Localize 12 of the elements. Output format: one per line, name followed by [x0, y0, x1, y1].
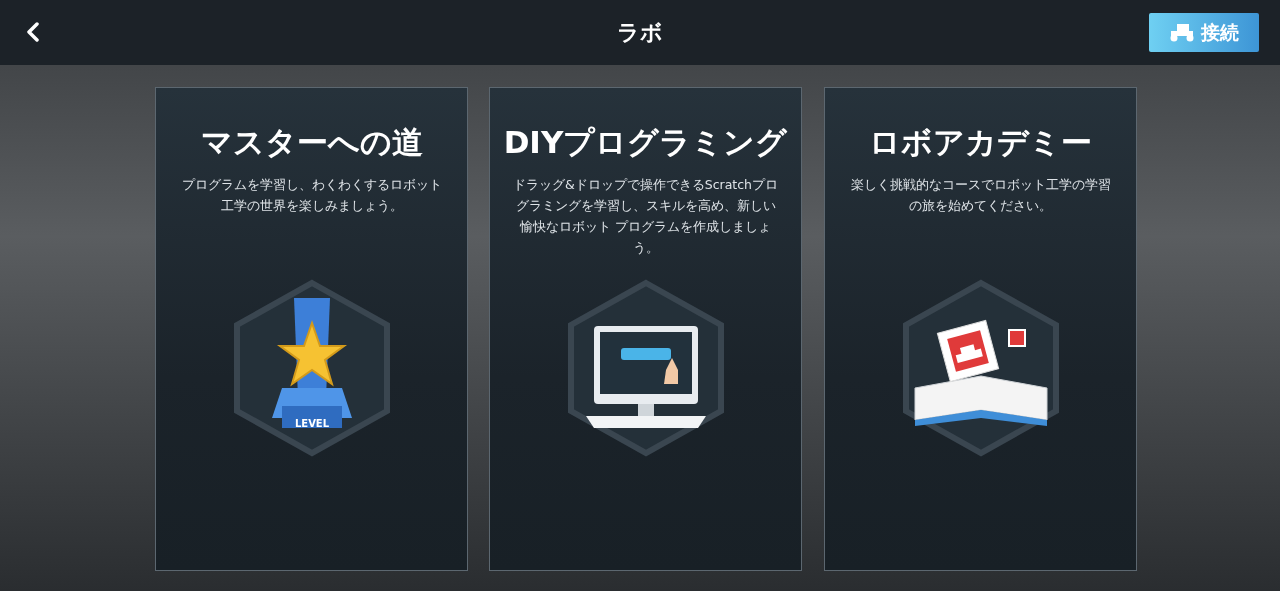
card-title: DIYプログラミング	[502, 123, 789, 162]
page-title: ラボ	[616, 19, 664, 47]
card-title: ロボアカデミー	[868, 123, 1093, 162]
card-description: 楽しく挑戦的なコースでロボット工学の学習の旅を始めてください。	[849, 176, 1112, 215]
course-card	[824, 87, 1137, 571]
course-card	[155, 87, 468, 571]
card-description: プログラムを学習し、わくわくするロボット工学の世界を楽しみましょう。	[180, 176, 443, 215]
level-label: LEVEL	[293, 418, 331, 429]
card-description: ドラッグ&ドロップで操作できるScratchプログラミングを学習し、スキルを高め、新しい愉快なロボット プログラムを作成しましょう。	[512, 176, 779, 257]
card-title: マスターへの道	[199, 123, 424, 162]
connect-button: 接続	[1149, 13, 1259, 52]
course-card	[489, 87, 802, 571]
